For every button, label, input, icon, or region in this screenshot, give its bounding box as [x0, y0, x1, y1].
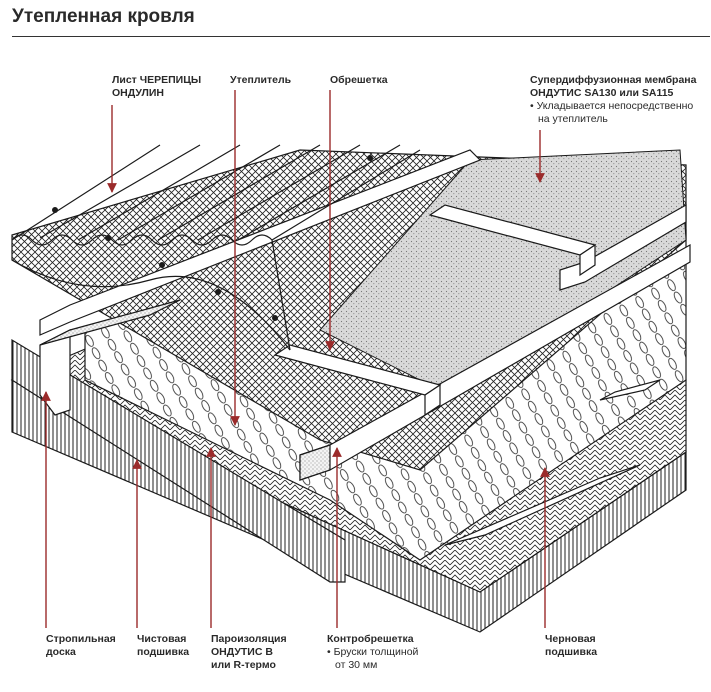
- leader-arrows: [41, 90, 550, 628]
- title-divider: [12, 36, 710, 37]
- label-lathing: Обрешетка: [330, 74, 388, 86]
- finish-sheathing-layer: [11, 338, 346, 583]
- onduline-sheet: [11, 144, 421, 351]
- lathing-battens: [273, 204, 661, 546]
- label-finish-sheathing: Чистовая подшивка: [137, 633, 190, 658]
- label-rafter-board: Стропильная доска: [46, 633, 116, 658]
- label-insulation: Утеплитель: [230, 74, 292, 86]
- label-rough-sheathing: Черновая подшивка: [545, 633, 598, 658]
- label-onduline-sheet: Лист ЧЕРЕПИЦЫ ОНДУЛИН: [112, 74, 202, 99]
- label-membrane: Супердиффузионная мембрана ОНДУТИС SA130…: [530, 74, 697, 125]
- label-vapor-barrier: Пароизоляция ОНДУТИС В или R-термо: [211, 633, 287, 671]
- onduline-nails: [52, 155, 373, 321]
- label-counter-battens: Контробрешетка • Бруски толщиной от 30 м…: [327, 633, 419, 671]
- page-title: Утепленная кровля: [12, 6, 195, 27]
- counter-battens: [39, 149, 691, 481]
